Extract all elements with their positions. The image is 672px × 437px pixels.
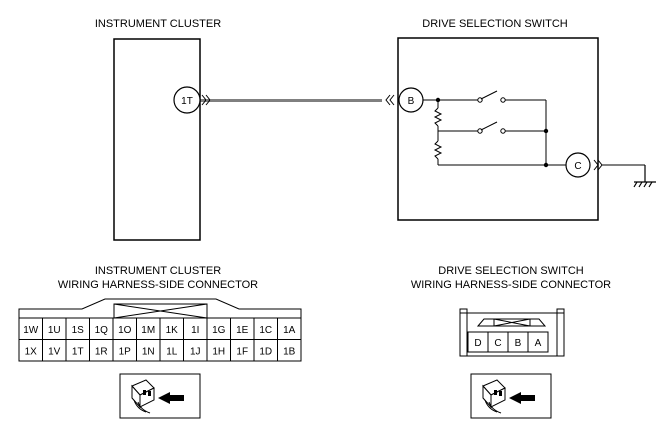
connector-view-icon-right bbox=[470, 373, 552, 419]
switch-pin-c: C bbox=[494, 338, 501, 349]
switch-pin-b: B bbox=[515, 338, 522, 349]
cluster-connector-title-line1: INSTRUMENT CLUSTER bbox=[95, 265, 221, 277]
cluster-pin-1a: 1A bbox=[283, 325, 296, 336]
switch-pin-d: D bbox=[474, 338, 481, 349]
switch-pin-a-cell bbox=[527, 331, 549, 353]
connector-mark-1t bbox=[201, 94, 211, 106]
instrument-cluster-box bbox=[113, 38, 201, 241]
connector-mark-b bbox=[385, 94, 395, 106]
wire-1t-to-b bbox=[200, 99, 382, 102]
switch-connector-housing bbox=[459, 308, 565, 357]
cluster-pin-1n: 1N bbox=[142, 346, 155, 357]
cluster-pin-1t: 1T bbox=[72, 346, 84, 357]
cluster-pin-1j: 1J bbox=[190, 346, 201, 357]
instrument-cluster-title: INSTRUMENT CLUSTER bbox=[95, 18, 221, 30]
cluster-pin-1m: 1M bbox=[141, 325, 155, 336]
switch-contact-1 bbox=[477, 90, 506, 103]
cluster-pin-1k: 1K bbox=[166, 325, 179, 336]
ground-icon bbox=[633, 165, 656, 188]
cluster-pin-1w: 1W bbox=[23, 325, 39, 336]
cluster-pin-1u: 1U bbox=[48, 325, 61, 336]
terminal-c-label: C bbox=[574, 161, 581, 172]
cluster-pin-1o: 1O bbox=[118, 325, 132, 336]
switch-contact-2 bbox=[477, 121, 506, 134]
connector-view-icon-left bbox=[119, 373, 201, 419]
switch-connector-title-line1: DRIVE SELECTION SWITCH bbox=[438, 265, 584, 277]
cluster-connector-title-line2: WIRING HARNESS-SIDE CONNECTOR bbox=[58, 279, 258, 291]
cluster-pin-1l: 1L bbox=[166, 346, 178, 357]
cluster-pin-1q: 1Q bbox=[95, 325, 109, 336]
cluster-connector-pin-grid: 1W 1U 1S 1Q 1O 1M 1K 1I 1G 1E 1C 1A 1X 1V 1T 1R 1P 1N 1L 1J… bbox=[18, 317, 302, 362]
cluster-pin-1b-cell bbox=[277, 339, 302, 362]
cluster-pin-1d: 1D bbox=[259, 346, 272, 357]
cluster-pin-1p: 1P bbox=[119, 346, 132, 357]
cluster-pin-1f: 1F bbox=[236, 346, 248, 357]
junction-dots bbox=[435, 97, 549, 168]
terminal-b-label: B bbox=[408, 96, 415, 107]
cluster-pin-1h: 1H bbox=[212, 346, 225, 357]
terminal-c bbox=[565, 152, 591, 178]
cluster-pin-1b: 1B bbox=[283, 346, 296, 357]
cluster-pin-1s: 1S bbox=[72, 325, 85, 336]
cluster-pin-1r: 1R bbox=[95, 346, 108, 357]
cluster-pin-1i: 1I bbox=[191, 325, 199, 336]
cluster-pin-1e: 1E bbox=[236, 325, 249, 336]
switch-connector-title-line2: WIRING HARNESS-SIDE CONNECTOR bbox=[411, 279, 611, 291]
terminal-1t-label: 1T bbox=[181, 96, 193, 107]
drive-selection-switch-box bbox=[397, 37, 599, 221]
cluster-pin-1g: 1G bbox=[212, 325, 226, 336]
cluster-pin-1v: 1V bbox=[48, 346, 61, 357]
cluster-pin-1x: 1X bbox=[25, 346, 38, 357]
switch-pin-a: A bbox=[535, 338, 542, 349]
cluster-pin-1c: 1C bbox=[259, 325, 272, 336]
drive-selection-switch-title: DRIVE SELECTION SWITCH bbox=[422, 18, 568, 30]
